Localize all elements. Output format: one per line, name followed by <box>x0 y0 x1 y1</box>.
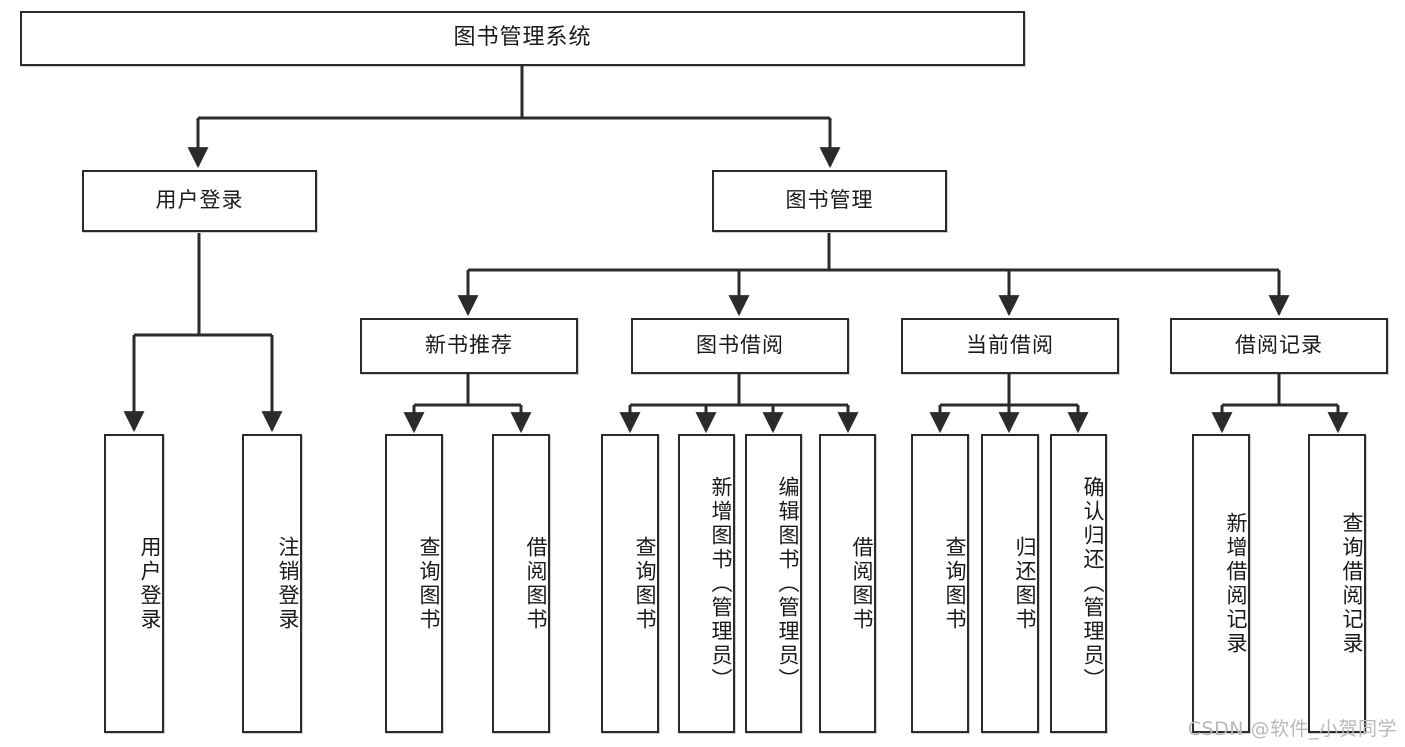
node-leaf-recommend-query-book-label: 查询图书 <box>417 535 441 632</box>
node-current-borrow[interactable]: 当前借阅 <box>901 318 1119 374</box>
node-new-book-recommend[interactable]: 新书推荐 <box>360 318 578 374</box>
node-user-login-label: 用户登录 <box>155 188 244 213</box>
node-leaf-current-confirm-return-label: 确认归还（管理员） <box>1081 475 1105 692</box>
node-leaf-record-query[interactable]: 查询借阅记录 <box>1308 434 1366 733</box>
node-leaf-recommend-borrow-book[interactable]: 借阅图书 <box>492 434 550 733</box>
node-leaf-current-query-book[interactable]: 查询图书 <box>911 434 969 733</box>
node-new-book-recommend-label: 新书推荐 <box>425 333 513 358</box>
node-leaf-borrow-query-book[interactable]: 查询图书 <box>601 434 659 733</box>
node-leaf-record-add[interactable]: 新增借阅记录 <box>1192 434 1250 733</box>
node-leaf-current-confirm-return[interactable]: 确认归还（管理员） <box>1050 434 1107 733</box>
node-current-borrow-label: 当前借阅 <box>966 333 1054 358</box>
node-leaf-user-login-label: 用户登录 <box>138 535 162 632</box>
node-leaf-logout[interactable]: 注销登录 <box>242 434 302 733</box>
node-root-system-label: 图书管理系统 <box>453 25 592 51</box>
node-leaf-record-query-label: 查询借阅记录 <box>1340 511 1364 656</box>
node-leaf-current-query-book-label: 查询图书 <box>943 535 967 632</box>
node-leaf-logout-label: 注销登录 <box>276 535 300 632</box>
node-leaf-borrow-add-book-label: 新增图书（管理员） <box>709 475 733 692</box>
node-book-borrow[interactable]: 图书借阅 <box>631 318 849 374</box>
node-book-borrow-label: 图书借阅 <box>696 333 784 358</box>
node-borrow-record[interactable]: 借阅记录 <box>1170 318 1388 374</box>
node-leaf-borrow-borrow-book[interactable]: 借阅图书 <box>819 434 876 733</box>
node-root-system[interactable]: 图书管理系统 <box>20 11 1025 66</box>
node-book-manage-label: 图书管理 <box>785 188 874 213</box>
node-leaf-current-return-book-label: 归还图书 <box>1013 535 1037 632</box>
node-leaf-borrow-query-book-label: 查询图书 <box>633 535 657 632</box>
node-book-manage[interactable]: 图书管理 <box>712 170 947 232</box>
node-leaf-borrow-edit-book-label: 编辑图书（管理员） <box>776 475 800 692</box>
node-leaf-borrow-borrow-book-label: 借阅图书 <box>850 535 874 632</box>
node-leaf-borrow-add-book[interactable]: 新增图书（管理员） <box>678 434 735 733</box>
node-user-login[interactable]: 用户登录 <box>82 170 317 232</box>
node-leaf-record-add-label: 新增借阅记录 <box>1224 511 1248 656</box>
node-leaf-borrow-edit-book[interactable]: 编辑图书（管理员） <box>745 434 802 733</box>
node-leaf-user-login[interactable]: 用户登录 <box>104 434 164 733</box>
node-leaf-recommend-query-book[interactable]: 查询图书 <box>385 434 443 733</box>
node-leaf-recommend-borrow-book-label: 借阅图书 <box>524 535 548 632</box>
node-leaf-current-return-book[interactable]: 归还图书 <box>981 434 1039 733</box>
watermark-text: CSDN @软件_小贺同学 <box>1187 718 1397 740</box>
node-borrow-record-label: 借阅记录 <box>1235 333 1323 358</box>
